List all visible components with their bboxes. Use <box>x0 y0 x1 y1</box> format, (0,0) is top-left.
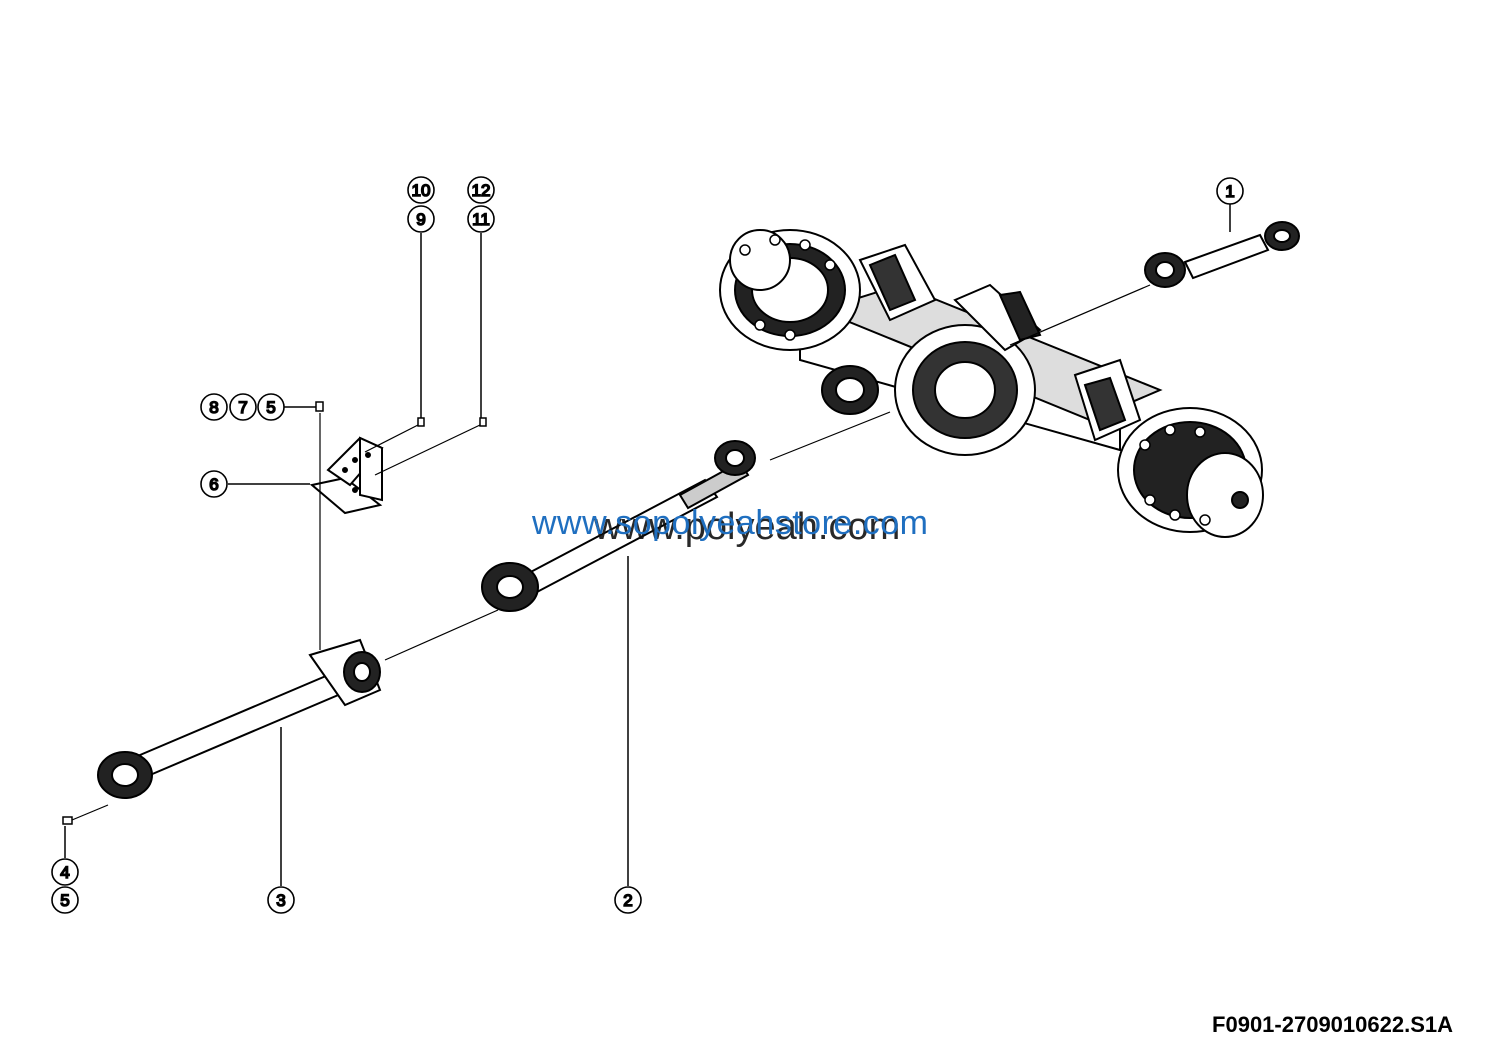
drawing-code: F0901-2709010622.S1A <box>1212 1012 1453 1037</box>
drive-shaft-1 <box>1144 221 1300 288</box>
callout-10-label: 10 <box>412 181 431 200</box>
callout-9-label: 9 <box>416 210 425 229</box>
callout-1: 1 <box>1216 177 1244 205</box>
leader-bracket-bolt9 <box>364 424 419 453</box>
bolt-9 <box>417 417 425 427</box>
callout-8: 8 <box>200 393 228 421</box>
callout-10: 10 <box>407 176 435 204</box>
leader-shaft2-axle <box>769 411 891 461</box>
callout-7: 7 <box>229 393 257 421</box>
callout-8-label: 8 <box>209 398 218 417</box>
drive-shaft-2 <box>481 440 756 612</box>
watermark-primary: www.sopolyeahstore.com <box>532 504 929 542</box>
bolt-4 <box>62 816 73 825</box>
callout-4: 4 <box>51 858 79 886</box>
callout-5-top-label: 5 <box>266 398 275 417</box>
callout-12-label: 12 <box>472 181 491 200</box>
leader-bolt4-shaft3 <box>71 804 109 821</box>
callout-leaders <box>64 204 1231 886</box>
leader-shaft1-axle <box>1009 284 1151 346</box>
callout-2-label: 2 <box>623 891 632 910</box>
callout-3: 3 <box>267 886 295 914</box>
leader-bracket-bolt11 <box>374 424 481 476</box>
callouts: 1 2 3 4 5 5 6 7 8 9 10 11 12 <box>51 176 1244 914</box>
callout-12: 12 <box>467 176 495 204</box>
callout-6: 6 <box>200 470 228 498</box>
drive-shaft-3 <box>97 638 382 799</box>
bolt-5-top <box>315 401 324 412</box>
callout-4-label: 4 <box>60 863 69 882</box>
watermark-secondary: www.polyeah.com <box>594 506 901 548</box>
leader-shaft3-shaft2 <box>384 609 499 661</box>
callout-5-bottom: 5 <box>51 886 79 914</box>
callout-6-label: 6 <box>209 475 218 494</box>
callout-3-label: 3 <box>276 891 285 910</box>
callout-2: 2 <box>614 886 642 914</box>
axle-assembly <box>719 229 1264 538</box>
callout-7-label: 7 <box>238 398 247 417</box>
callout-1-label: 1 <box>1225 182 1234 201</box>
callout-5-bottom-label: 5 <box>60 891 69 910</box>
callout-11-label: 11 <box>472 210 490 229</box>
callout-9: 9 <box>407 205 435 233</box>
callout-5-top: 5 <box>257 393 285 421</box>
bolt-11 <box>479 417 487 427</box>
callout-11: 11 <box>467 205 495 233</box>
